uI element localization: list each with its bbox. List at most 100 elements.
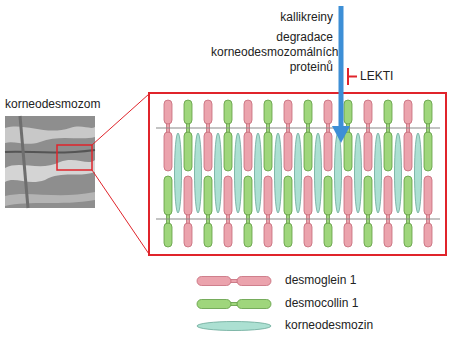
protein-segment <box>244 132 252 171</box>
micrograph-line <box>5 150 95 153</box>
protein-pair <box>224 100 232 247</box>
degradation-arrow <box>339 6 344 128</box>
protein-segment <box>304 100 312 124</box>
corneodesmosin-shape <box>215 133 222 213</box>
protein-segment <box>244 100 252 124</box>
protein-segment <box>224 223 232 247</box>
protein-pair <box>384 100 392 247</box>
protein-segment <box>324 132 332 171</box>
corneodesmosin-shape <box>275 133 282 213</box>
corneodesmosin-shape <box>315 133 322 213</box>
protein-segment <box>364 132 372 171</box>
legend-text: desmoglein 1 <box>285 273 356 288</box>
protein-segment <box>384 100 392 124</box>
protein-segment <box>324 223 332 247</box>
protein-segment <box>224 176 232 215</box>
protein-segment <box>284 176 292 215</box>
protein-segment <box>304 176 312 215</box>
protein-segment <box>364 176 372 215</box>
protein-segment <box>424 176 432 215</box>
protein-segment <box>284 223 292 247</box>
protein-pair <box>244 100 252 247</box>
protein-segment <box>304 223 312 247</box>
zoom-frame <box>57 145 92 170</box>
protein-segment <box>364 100 372 124</box>
protein-segment <box>404 132 412 171</box>
legend-swatch <box>197 322 271 331</box>
legend-swatches <box>197 277 271 331</box>
protein-layer <box>164 100 432 247</box>
protein-segment <box>204 176 212 215</box>
protein-segment <box>304 132 312 171</box>
micrograph-band <box>5 160 95 182</box>
protein-segment <box>404 176 412 215</box>
protein-segment <box>164 223 172 247</box>
protein-segment <box>404 223 412 247</box>
protein-segment <box>344 132 352 171</box>
protein-segment <box>424 132 432 171</box>
protein-pair <box>404 100 412 247</box>
inhibition-line <box>348 76 357 78</box>
protein-segment <box>344 100 352 124</box>
protein-segment <box>384 132 392 171</box>
label-text: korneodesmozom <box>5 97 100 112</box>
protein-segment <box>244 176 252 215</box>
protein-segment <box>364 223 372 247</box>
protein-segment <box>324 100 332 124</box>
protein-pair <box>364 100 372 247</box>
protein-pair <box>284 100 292 247</box>
protein-segment <box>384 223 392 247</box>
protein-segment <box>204 100 212 124</box>
micrograph-band <box>5 192 95 206</box>
corneodesmosin-shape <box>175 133 182 213</box>
protein-segment <box>284 100 292 124</box>
zoom-line <box>92 170 149 254</box>
protein-segment <box>384 176 392 215</box>
protein-segment <box>224 132 232 171</box>
protein-segment <box>284 132 292 171</box>
protein-segment <box>204 223 212 247</box>
protein-pair <box>344 100 352 247</box>
protein-segment <box>344 223 352 247</box>
label-text: LEKTI <box>360 69 393 84</box>
zoom-box <box>149 93 446 255</box>
micrograph-line <box>20 116 28 208</box>
protein-pair <box>264 100 272 247</box>
protein-segment <box>264 176 272 215</box>
protein-pair <box>164 100 172 247</box>
protein-segment <box>264 132 272 171</box>
protein-pair <box>304 100 312 247</box>
label-text: kallikreiny <box>280 10 333 25</box>
protein-segment <box>324 176 332 215</box>
membrane-line <box>156 127 440 128</box>
protein-segment <box>424 100 432 124</box>
protein-segment <box>184 223 192 247</box>
protein-pair <box>324 100 332 247</box>
corneodesmosin-shape <box>355 133 362 213</box>
protein-segment <box>424 223 432 247</box>
protein-segment <box>164 176 172 215</box>
protein-segment <box>224 100 232 124</box>
protein-segment <box>184 176 192 215</box>
corneodesmosin-shape <box>395 133 402 213</box>
corneodesmosin-shape <box>295 133 302 213</box>
protein-segment <box>164 132 172 171</box>
corneodesmosin-shape <box>195 133 202 213</box>
protein-segment <box>184 132 192 171</box>
legend-swatch <box>197 277 271 286</box>
arrow-head <box>332 126 350 143</box>
zoom-line <box>92 94 149 145</box>
label-text: degradace korneodesmozomálních proteinů <box>211 30 333 75</box>
protein-pair <box>184 100 192 247</box>
corneodesmosin-shape <box>335 133 342 213</box>
protein-segment <box>344 176 352 215</box>
legend-swatch <box>197 300 271 309</box>
corneodesmosin-shape <box>415 133 422 213</box>
protein-segment <box>164 100 172 124</box>
micrograph <box>5 116 95 208</box>
protein-segment <box>404 100 412 124</box>
protein-segment <box>184 100 192 124</box>
protein-segment <box>204 132 212 171</box>
protein-pair <box>424 100 432 247</box>
legend-text: korneodesmozin <box>285 318 373 333</box>
